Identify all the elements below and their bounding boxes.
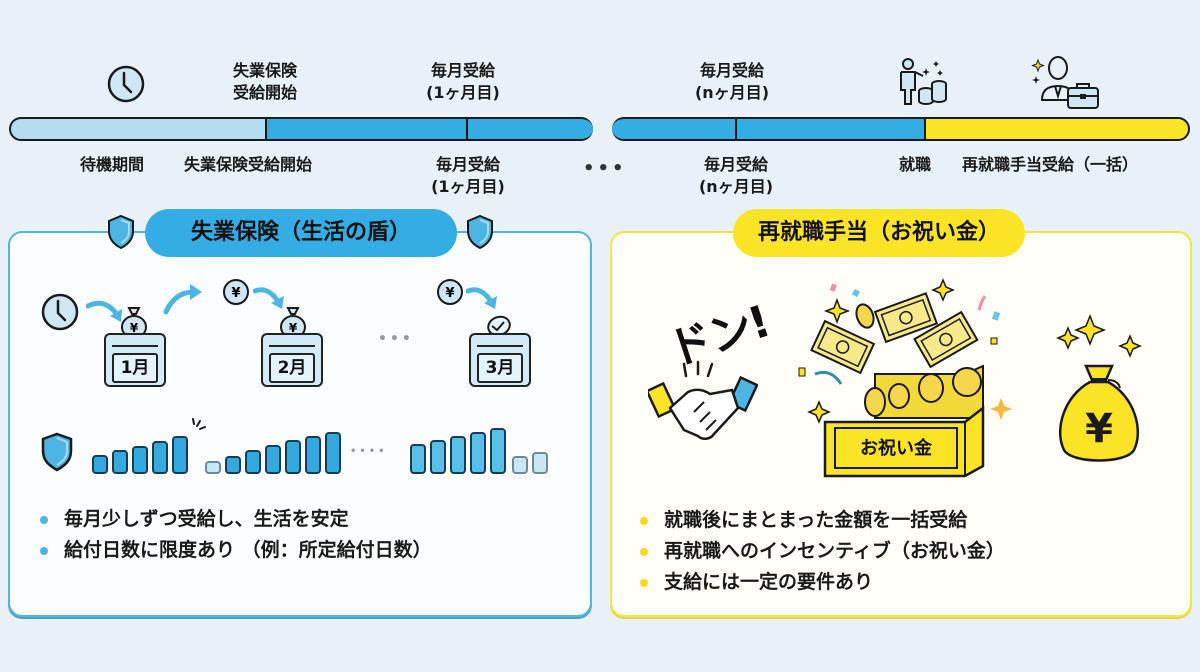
bullet-item: 毎月少しずつ受給し、生活を安定 bbox=[40, 504, 432, 535]
benefit-bar bbox=[305, 436, 321, 474]
shield-icon bbox=[41, 432, 73, 472]
label-line: 毎月受給 bbox=[699, 61, 764, 80]
clock-icon bbox=[41, 293, 79, 331]
benefit-bar bbox=[225, 456, 241, 474]
benefit-bar bbox=[512, 456, 528, 474]
label-line: (1ヶ月目) bbox=[426, 83, 500, 102]
benefit-bar bbox=[92, 455, 108, 474]
benefit-bar bbox=[470, 432, 486, 474]
svg-text:¥: ¥ bbox=[231, 286, 240, 301]
month-ellipsis: ••• bbox=[378, 331, 414, 347]
benefit-bar bbox=[172, 436, 188, 474]
month-box-3: 3月 bbox=[469, 333, 531, 387]
timeline-tick bbox=[735, 117, 737, 141]
person-with-coins-icon bbox=[900, 58, 947, 105]
yen-coin-icon: ¥ bbox=[437, 279, 463, 305]
timeline-benefit-segment bbox=[265, 117, 593, 141]
benefit-bar bbox=[265, 445, 281, 474]
arrow-icon bbox=[466, 287, 497, 309]
reemployment-bullet-list: 就職後にまとまった金額を一括受給 再就職へのインセンティブ（お祝い金） 支給には… bbox=[640, 505, 1005, 598]
timeline-label-monthN: 毎月受給 (nヶ月目) bbox=[686, 154, 786, 198]
arrow-icon bbox=[163, 284, 202, 315]
shield-icon bbox=[108, 214, 134, 250]
timeline-label-reemployment: 再就職手当受給（一括） bbox=[962, 155, 1139, 174]
chest-label: お祝い金 bbox=[860, 438, 932, 459]
arrow-icon bbox=[86, 300, 122, 322]
unemployment-panel-title: 失業保険（生活の盾） bbox=[145, 209, 457, 257]
label-line: 毎月受給 bbox=[703, 155, 768, 174]
unemployment-bullet-list: 毎月少しずつ受給し、生活を安定 給付日数に限度あり （例：所定給付日数） bbox=[40, 504, 432, 566]
timeline-benefit-segment-continued bbox=[612, 117, 924, 141]
bullet-item: 支給には一定の要件あり bbox=[640, 567, 1005, 598]
box-slot bbox=[477, 345, 523, 347]
spark-icon bbox=[192, 418, 206, 430]
bullet-item: 再就職へのインセンティブ（お祝い金） bbox=[640, 536, 1005, 567]
yen-money-bag-icon: ¥ bbox=[1056, 313, 1142, 462]
shield-icon bbox=[467, 214, 493, 250]
timeline-label-start: 失業保険受給開始 bbox=[184, 155, 313, 174]
clock-icon bbox=[107, 65, 145, 103]
benefit-bar bbox=[325, 432, 341, 474]
treasure-chest-icon bbox=[798, 278, 1012, 478]
timeline-waiting-segment bbox=[9, 117, 265, 141]
label-line: 受給開始 bbox=[232, 83, 297, 102]
benefit-bar bbox=[450, 436, 466, 474]
timeline-top-label-start: 失業保険 受給開始 bbox=[215, 60, 315, 104]
label-line: 毎月受給 bbox=[435, 155, 500, 174]
label-line: (1ヶ月目) bbox=[431, 177, 505, 196]
bar-ellipsis: •••• bbox=[350, 446, 388, 457]
timeline-top-label-month1: 毎月受給 (1ヶ月目) bbox=[413, 60, 513, 104]
benefit-bar bbox=[112, 450, 128, 474]
svg-text:¥: ¥ bbox=[445, 286, 454, 301]
box-slot bbox=[112, 345, 158, 347]
timeline-top-label-monthN: 毎月受給 (nヶ月目) bbox=[682, 60, 782, 104]
arrow-icon bbox=[253, 287, 284, 309]
yen-coin-icon: ¥ bbox=[223, 279, 249, 305]
timeline-label-employment: 就職 bbox=[899, 155, 932, 174]
label-line: 失業保険 bbox=[232, 61, 297, 80]
timeline-reemployment-segment bbox=[924, 117, 1190, 141]
businessperson-briefcase-icon bbox=[1031, 56, 1099, 109]
timeline-ellipsis: ••• bbox=[583, 158, 627, 179]
benefit-bar bbox=[245, 450, 261, 474]
svg-text:¥: ¥ bbox=[1085, 406, 1113, 452]
timeline-label-waiting: 待機期間 bbox=[80, 155, 145, 174]
month-label: 3月 bbox=[477, 353, 523, 383]
box-slot bbox=[269, 345, 315, 347]
label-line: 毎月受給 bbox=[430, 61, 495, 80]
bullet-item: 就職後にまとまった金額を一括受給 bbox=[640, 505, 1005, 536]
month-label: 1月 bbox=[112, 353, 158, 383]
handshake-icon bbox=[648, 360, 758, 440]
benefit-bar bbox=[430, 440, 446, 474]
label-line: (nヶ月目) bbox=[694, 83, 770, 102]
svg-text:¥: ¥ bbox=[289, 321, 298, 335]
benefit-bar bbox=[132, 446, 148, 474]
coin-dropping-icon bbox=[487, 315, 511, 337]
benefit-bar bbox=[152, 441, 168, 474]
month-box-2: 2月 bbox=[261, 333, 323, 387]
benefit-bar bbox=[532, 452, 548, 474]
benefit-bar bbox=[285, 440, 301, 474]
bullet-item: 給付日数に限度あり （例：所定給付日数） bbox=[40, 535, 432, 566]
timeline-tick bbox=[466, 117, 468, 141]
reemployment-panel-title: 再就職手当（お祝い金） bbox=[733, 209, 1025, 257]
label-line: (nヶ月目) bbox=[698, 177, 774, 196]
benefit-bar bbox=[205, 461, 221, 474]
month-box-1: 1月 bbox=[104, 333, 166, 387]
benefit-bar bbox=[490, 428, 506, 474]
timeline-label-month1: 毎月受給 (1ヶ月目) bbox=[418, 154, 518, 198]
benefit-bars-graphic: •••• bbox=[92, 418, 562, 474]
benefit-bar bbox=[410, 444, 426, 474]
svg-text:¥: ¥ bbox=[130, 321, 139, 335]
month-label: 2月 bbox=[269, 353, 315, 383]
